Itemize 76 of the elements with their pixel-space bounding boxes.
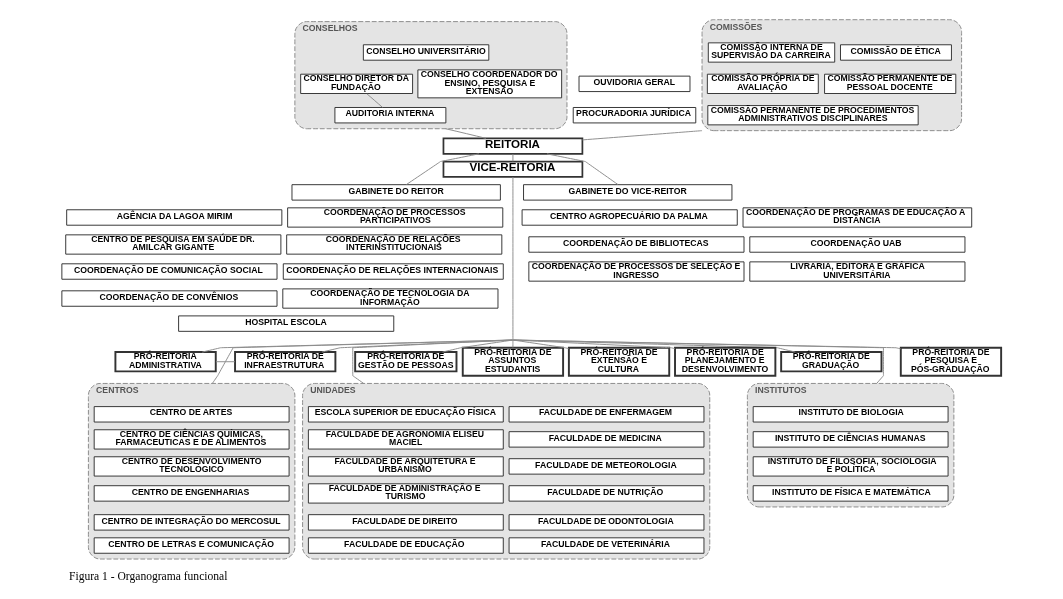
node-box: COORDENAÇÃO DE BIBLIOTECAS [528, 236, 745, 253]
node-box: FACULDADE DE MEDICINA [508, 431, 705, 448]
connector [201, 176, 514, 353]
node-box: CENTRO DE CIÊNCIAS QUÍMICAS, FARMACEUTICAS E DE ALIMENTOS [93, 429, 290, 450]
node-box: INSTITUTO DE FILOSOFIA, SOCIOLOGIA E POLÍTICA [752, 456, 949, 477]
node-box: HOSPITAL ESCOLA [178, 315, 395, 332]
node-box: REITORIA [442, 137, 584, 155]
connector [215, 361, 236, 363]
node-box: COORDENAÇÃO DE RELAÇÕES INTERINSTITUCIONAIS [286, 234, 503, 255]
node-box: CENTRO DE LETRAS E COMUNICAÇÃO [93, 537, 290, 554]
node-box: CENTRO DE ENGENHARIAS [93, 485, 290, 502]
node-box: CENTRO DE INTEGRAÇÃO DO MERCOSUL [93, 514, 290, 531]
connector [211, 339, 514, 384]
node-box: COMISSÃO INTERNA DE SUPERVISÃO DA CARREIRA [707, 42, 836, 63]
node-box: GABINETE DO REITOR [291, 184, 501, 201]
node-box: PRÓ-REITORIA DE EXTENSÃO E CULTURA [567, 346, 671, 377]
node-box: INSTITUTO DE FÍSICA E MATEMÁTICA [752, 485, 949, 502]
connector [366, 93, 383, 108]
connector [512, 153, 514, 162]
connector [512, 339, 514, 348]
node-box: FACULDADE DE ARQUITETURA E URBANISMO [307, 456, 504, 477]
node-box: CONSELHO COORDENADOR DO ENSINO, PESQUISA E EXTENSÃO [417, 69, 563, 99]
node-box: PRÓ-REITORIA DE PESQUISA E PÓS-GRADUAÇÃO [899, 346, 1003, 377]
caption: Figura 1 - Organograma funcional [69, 569, 228, 583]
node-box: FACULDADE DE NUTRIÇÃO [508, 485, 705, 502]
node-box: COORDENAÇÃO UAB [749, 236, 966, 253]
node-box: COORDENAÇÃO DE PROCESSOS PARTICIPATIVOS [287, 207, 504, 228]
node-box: FACULDADE DE VETERINÁRIA [508, 537, 705, 554]
node-box: COMISSÃO PRÓPRIA DE AVALIAÇÃO [706, 73, 819, 94]
node-box: COORDENAÇÃO DE PROCESSOS DE SELEÇÃO E INGRESSO [528, 261, 745, 282]
node-box: GABINETE DO VICE-REITOR [523, 184, 733, 201]
node-box: INSTITUTO DE CIÊNCIAS HUMANAS [752, 431, 949, 448]
node-box: VICE-REITORIA [442, 160, 584, 178]
connector [442, 339, 514, 353]
node-box: PRÓ-REITORIA DE PLANEJAMENTO E DESENVOLVIMENTO [674, 346, 777, 377]
node-box: LIVRARIA, EDITORA E GRÁFICA UNIVERSITÁRIA [749, 261, 966, 282]
node-box: COMISSÃO PERMANENTE DE PROCEDIMENTOS ADMINISTRATIVOS DISCIPLINARES [707, 105, 919, 126]
connector [406, 153, 480, 185]
node-box: FACULDADE DE METEOROLOGIA [508, 458, 705, 475]
node-box: FACULDADE DE ENFERMAGEM [508, 406, 705, 423]
node-box: COORDENAÇÃO DE COMUNICAÇÃO SOCIAL [61, 263, 278, 280]
node-box: PRÓ-REITORIA DE GRADUAÇÃO [780, 351, 883, 373]
connector [581, 130, 703, 141]
connector [512, 339, 902, 350]
node-box: PRÓ-REITORIA DE INFRAESTRUTURA [234, 351, 337, 373]
node-box: FACULDADE DE DIREITO [307, 514, 504, 531]
node-box: OUVIDORIA GERAL [578, 75, 691, 93]
node-box: PRÓ-REITORIA ADMINISTRATIVA [114, 351, 217, 373]
connector [321, 339, 514, 353]
connector [512, 339, 676, 350]
node-box: CONSELHO DIRETOR DA FUNDAÇÃO [300, 73, 414, 94]
connector [512, 339, 796, 353]
node-box: COMISSÃO DE ÉTICA [840, 44, 952, 61]
node-box: FACULDADE DE AGRONOMIA ELISEU MACIEL [307, 429, 504, 450]
connector [445, 128, 487, 139]
node-box: CONSELHO UNIVERSITÁRIO [362, 44, 490, 61]
node-box: COORDENAÇÃO DE PROGRAMAS DE EDUCAÇÃO A DISTÂNCIA [742, 207, 973, 228]
node-box: INSTITUTO DE BIOLOGIA [752, 406, 949, 423]
node-box: COMISSÃO PERMANENTE DE PESSOAL DOCENTE [824, 73, 957, 94]
node-box: FACULDADE DE ODONTOLOGIA [508, 514, 705, 531]
node-box: AGÊNCIA DA LAGOA MIRIM [66, 209, 283, 226]
node-box: CENTRO DE PESQUISA EM SAÚDE DR. AMILCAR GIGANTE [65, 234, 282, 255]
node-box: FACULDADE DE EDUCAÇÃO [307, 537, 504, 554]
node-box: CENTRO AGROPECUÁRIO DA PALMA [521, 209, 738, 226]
node-box: CENTRO DE ARTES [93, 406, 290, 423]
node-box: FACULDADE DE ADMINISTRAÇÃO E TURISMO [307, 483, 504, 504]
node-box: CENTRO DE DESENVOLVIMENTO TECNOLÓGICO [93, 456, 290, 477]
node-box: ESCOLA SUPERIOR DE EDUCAÇÃO FÍSICA [307, 406, 504, 423]
node-box: COORDENAÇÃO DE CONVÊNIOS [61, 290, 278, 307]
node-box: COORDENAÇÃO DE TECNOLOGIA DA INFORMAÇÃO [282, 288, 499, 309]
node-box: PROCURADORIA JURÍDICA [572, 107, 697, 124]
node-box: PRÓ-REITORIA DE GESTÃO DE PESSOAS [354, 351, 458, 373]
connector [512, 339, 570, 350]
node-box: PRÓ-REITORIA DE ASSUNTOS ESTUDANTIS [461, 346, 565, 377]
node-box: AUDITORIA INTERNA [334, 107, 447, 124]
node-box: COORDENAÇÃO DE RELAÇÕES INTERNACIONAIS [282, 263, 504, 280]
